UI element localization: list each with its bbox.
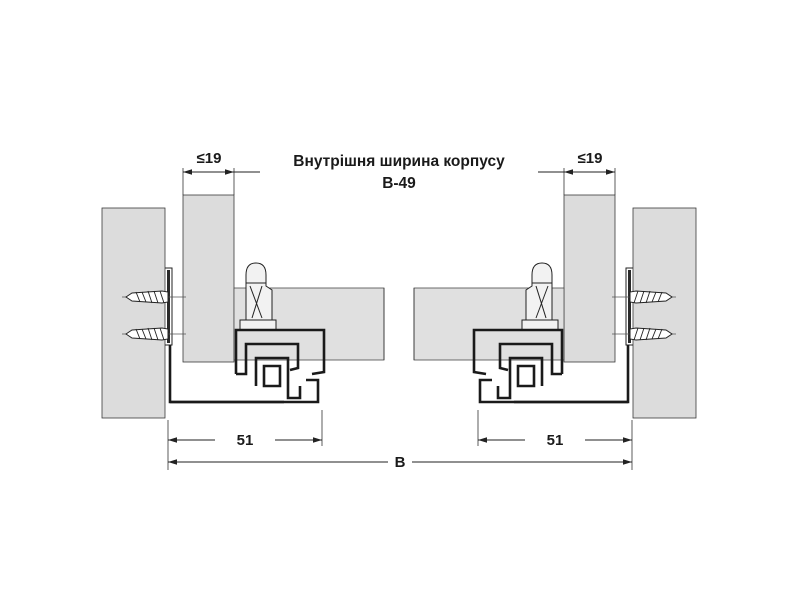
dim-overall: B bbox=[168, 454, 632, 471]
right-assembly bbox=[412, 193, 698, 420]
dim-right-top: ≤19 bbox=[538, 150, 616, 195]
dim-left-bottom-label: 51 bbox=[237, 432, 254, 449]
dim-right-top-label: ≤19 bbox=[578, 150, 603, 167]
dim-right-bottom: 51 bbox=[477, 410, 633, 470]
left-assembly bbox=[100, 193, 386, 420]
title-line-2: B-49 bbox=[382, 175, 416, 192]
dim-overall-label: B bbox=[395, 454, 406, 471]
dim-left-bottom: 51 bbox=[167, 410, 323, 470]
dim-right-bottom-label: 51 bbox=[547, 432, 564, 449]
dim-left-top: ≤19 bbox=[182, 150, 260, 195]
title-line-1: Внутрішня ширина корпусу bbox=[293, 153, 505, 170]
dim-left-top-label: ≤19 bbox=[197, 150, 222, 167]
